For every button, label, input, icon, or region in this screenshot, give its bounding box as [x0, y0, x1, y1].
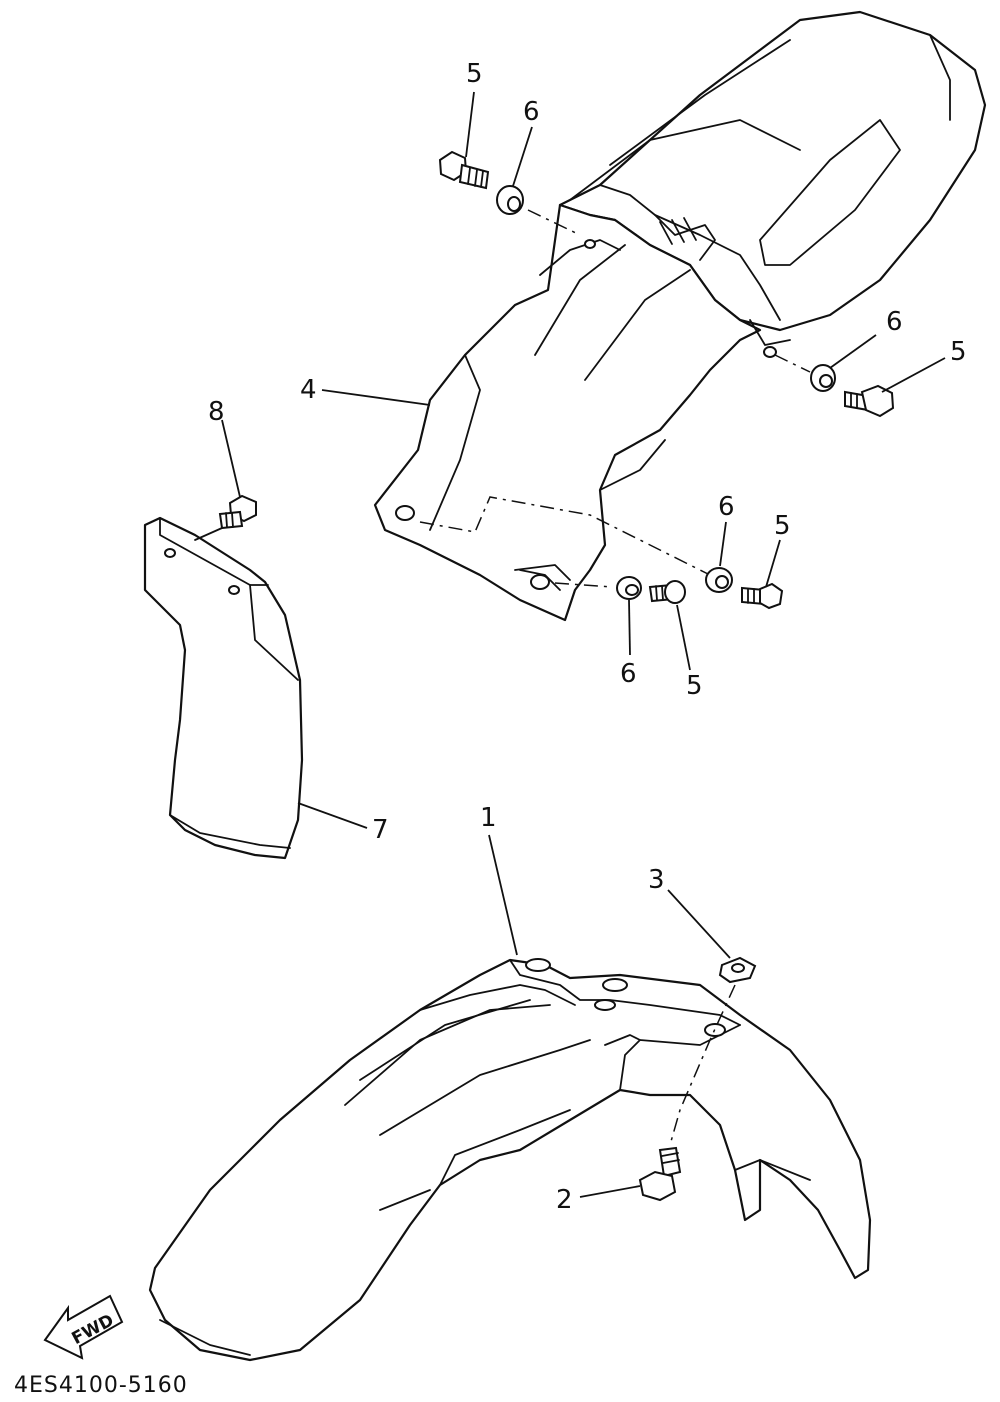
bolt-front-fender	[638, 1146, 682, 1202]
leader-lines	[221, 91, 946, 1198]
grommet-front-fender	[718, 956, 757, 984]
callout-7: 7	[372, 815, 389, 845]
callout-2: 2	[556, 1185, 573, 1215]
bolt-lower-b	[741, 582, 784, 610]
assembly-line-front	[669, 984, 736, 1146]
callout-5-lower-right: 5	[774, 511, 791, 541]
bolt-lower-a	[648, 580, 686, 604]
callout-3: 3	[648, 865, 665, 895]
collar-lower-b	[705, 567, 733, 593]
bolt-right	[844, 384, 895, 418]
drawing-code: 4ES4100-5160	[14, 1373, 188, 1398]
bolt-top-left	[438, 150, 490, 190]
callout-6-top: 6	[523, 97, 540, 127]
callout-6-right: 6	[886, 307, 903, 337]
mud-flap	[143, 516, 304, 860]
collar-top	[496, 185, 524, 215]
callout-numbers: 5 6 6 5 4 8 6 5 6 5 7 1 3 2	[208, 59, 967, 1215]
callout-6-lower: 6	[620, 659, 637, 689]
callout-4: 4	[300, 375, 317, 405]
bolt-flap	[218, 494, 257, 530]
callout-8: 8	[208, 397, 225, 427]
callout-5-top: 5	[466, 59, 483, 89]
forward-arrow: FWD	[43, 1294, 124, 1360]
callout-5-lower: 5	[686, 671, 703, 701]
rear-fender	[373, 10, 987, 622]
collar-right	[810, 364, 836, 392]
front-fender	[148, 958, 872, 1362]
collar-lower-a	[616, 576, 642, 600]
callout-6-lower-right: 6	[718, 492, 735, 522]
callout-1: 1	[480, 803, 497, 833]
callout-5-right: 5	[950, 337, 967, 367]
assembly-lines-rear	[419, 209, 811, 588]
